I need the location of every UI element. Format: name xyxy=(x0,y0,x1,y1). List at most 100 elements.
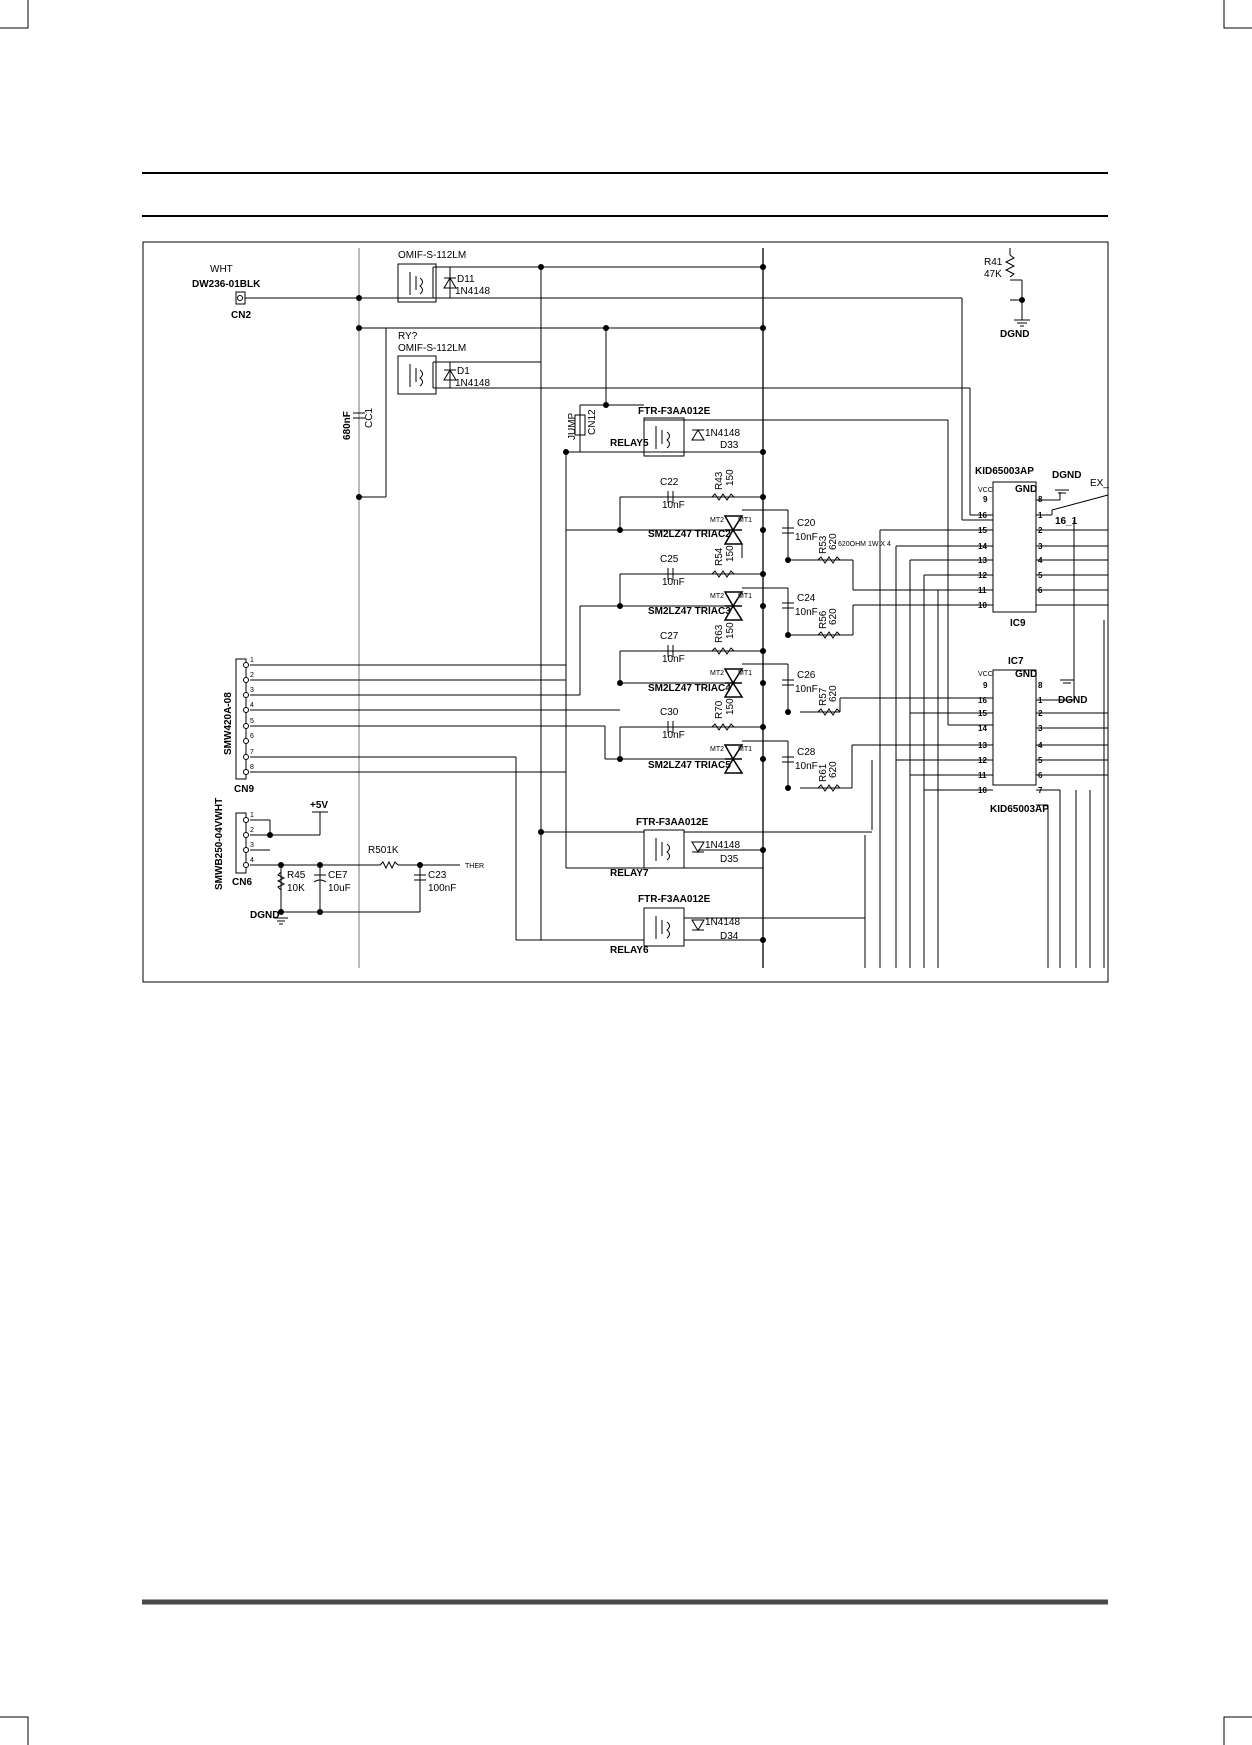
label-mt1-triac2: MT1 xyxy=(738,517,752,524)
label-d33-value: 1N4148 xyxy=(705,428,740,439)
label-net-16: 16_1 xyxy=(1055,516,1078,527)
label-r53-value: 620 xyxy=(828,533,839,550)
label-r63-value: 150 xyxy=(725,622,736,639)
label-gnd-ic9: GND xyxy=(1015,484,1037,495)
label-mt2-triac4: MT2 xyxy=(710,670,724,677)
label-r70-value: 150 xyxy=(725,698,736,715)
capacitor-ce7 xyxy=(313,874,327,883)
cn6-pin-circles xyxy=(243,817,249,868)
label-r61-value: 620 xyxy=(828,761,839,778)
label-r43: R43 xyxy=(714,471,725,490)
ic9-pin-1: 1 xyxy=(1038,511,1043,520)
diode-d35 xyxy=(691,841,705,853)
label-c25-value: 10nF xyxy=(662,577,685,588)
ic7-pin-8: 8 xyxy=(1038,681,1043,690)
cn9-pin-4: 4 xyxy=(250,702,254,709)
label-c27-value: 10nF xyxy=(662,654,685,665)
label-c26-value: 10nF xyxy=(795,684,818,695)
label-r41-value: 47K xyxy=(984,269,1002,280)
label-c27: C27 xyxy=(660,631,679,642)
label-ther: THER xyxy=(465,863,484,870)
triac-5 xyxy=(723,744,744,774)
ground-symbols xyxy=(274,319,1074,925)
label-ce7: CE7 xyxy=(328,870,348,881)
triac-2 xyxy=(723,515,744,545)
ic7-pin-9: 9 xyxy=(983,681,988,690)
label-triac2: SM2LZ47 TRIAC2 xyxy=(648,529,731,540)
label-mt2-triac5: MT2 xyxy=(710,746,724,753)
cn9-pin-6: 6 xyxy=(250,733,254,740)
cn6-connector xyxy=(235,812,247,874)
label-r41: R41 xyxy=(984,257,1003,268)
diode-d34 xyxy=(691,919,705,931)
cn6-pin-1: 1 xyxy=(250,812,254,819)
cn9-pin-circles xyxy=(243,662,249,775)
label-c30: C30 xyxy=(660,707,679,718)
ic7-pin-4: 4 xyxy=(1038,741,1043,750)
label-dgnd-cn6: DGND xyxy=(250,910,279,921)
cn9-pin-3: 3 xyxy=(250,687,254,694)
label-ftr-5: FTR-F3AA012E xyxy=(638,406,711,417)
label-cc1: CC1 xyxy=(364,408,375,428)
small-capacitors xyxy=(414,491,794,881)
cn9-pin-7: 7 xyxy=(250,749,254,756)
ic9-pin-2: 2 xyxy=(1038,526,1043,535)
label-c22: C22 xyxy=(660,477,679,488)
label-c24: C24 xyxy=(797,593,816,604)
ic9-pin-15: 15 xyxy=(978,526,987,535)
label-ce7-value: 10uF xyxy=(328,883,351,894)
label-r57-value: 620 xyxy=(828,685,839,702)
label-d34-value: 1N4148 xyxy=(705,917,740,928)
label-r57: R57 xyxy=(818,687,829,706)
label-c20-value: 10nF xyxy=(795,532,818,543)
label-dgnd-top: DGND xyxy=(1000,329,1029,340)
labels: WHT DW236-01BLK CN2 OMIF-S-112LM D11 1N4… xyxy=(192,250,1109,956)
label-d11: D11 xyxy=(457,274,475,285)
label-d11-value: 1N4148 xyxy=(455,286,490,297)
ic7-pin-12: 12 xyxy=(978,756,987,765)
label-relay7: RELAY7 xyxy=(610,868,649,879)
ic9-pin-13: 13 xyxy=(978,556,987,565)
cn6-pin-3: 3 xyxy=(250,842,254,849)
triac-4 xyxy=(723,668,744,698)
ic9-pin-9: 9 xyxy=(983,495,988,504)
resistor-r41 xyxy=(1004,254,1016,278)
label-c23-value: 100nF xyxy=(428,883,456,894)
label-dgnd-ic9: DGND xyxy=(1052,470,1081,481)
label-smw420: SMW420A-08 xyxy=(223,692,234,755)
label-relay5: RELAY5 xyxy=(610,438,649,449)
diagram-frame xyxy=(142,241,1109,983)
label-vcc-ic7: VCC xyxy=(978,671,993,678)
label-r50: R501K xyxy=(368,845,399,856)
ic9-pin-14: 14 xyxy=(978,542,987,551)
label-d34: D34 xyxy=(720,931,739,942)
ic9-pin-10: 10 xyxy=(978,601,987,610)
ic7-body xyxy=(992,669,1037,786)
label-triac5: SM2LZ47 TRIAC5 xyxy=(648,760,731,771)
label-r54-value: 150 xyxy=(725,545,736,562)
label-triac4: SM2LZ47 TRIAC4 xyxy=(648,683,731,694)
label-ry: RY? xyxy=(398,331,418,342)
resistors xyxy=(276,493,841,891)
cn9-pin-2: 2 xyxy=(250,672,254,679)
ic7-pin-2: 2 xyxy=(1038,709,1043,718)
ic9-pin-4: 4 xyxy=(1038,556,1043,565)
label-mt2-triac3: MT2 xyxy=(710,593,724,600)
label-mt1-triac5: MT1 xyxy=(738,746,752,753)
ic7-pin-14: 14 xyxy=(978,724,987,733)
triac-3 xyxy=(723,591,744,621)
label-mt1-triac3: MT1 xyxy=(738,593,752,600)
label-d35-value: 1N4148 xyxy=(705,840,740,851)
label-mt1-triac4: MT1 xyxy=(738,670,752,677)
label-r56: R56 xyxy=(818,610,829,629)
ic7-pin-6: 6 xyxy=(1038,771,1043,780)
label-gnd-ic7: GND xyxy=(1015,669,1037,680)
ic9-pin-16: 16 xyxy=(978,511,987,520)
label-r56-value: 620 xyxy=(828,608,839,625)
relay-5 xyxy=(643,417,685,457)
ic9-pin-11: 11 xyxy=(978,586,987,595)
relay-7 xyxy=(643,829,698,869)
ic9-pin-3: 3 xyxy=(1038,542,1043,551)
label-cn6: CN6 xyxy=(232,877,252,888)
